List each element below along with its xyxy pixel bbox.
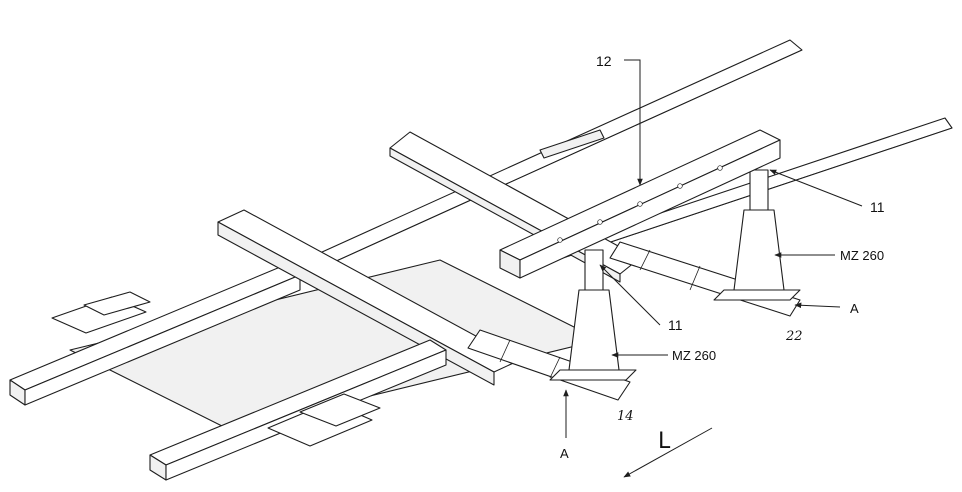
support-stand-left <box>549 249 637 381</box>
front-mount-plates <box>267 393 381 447</box>
direction-label: L <box>658 429 671 454</box>
label-mz-260-left: MZ 260 <box>672 348 716 363</box>
hand-14: 14 <box>617 409 634 424</box>
label-mz-260-right: MZ 260 <box>840 248 884 263</box>
label-a-right: A <box>850 301 859 316</box>
support-stand-right <box>713 169 801 301</box>
callouts: 12 11 MZ 260 A 11 MZ 260 A 22 14 L <box>560 53 885 478</box>
label-12: 12 <box>596 53 612 69</box>
label-11-right: 11 <box>870 199 885 215</box>
left-mount-plates <box>51 291 151 334</box>
hand-22: 22 <box>785 329 803 344</box>
label-a-left: A <box>560 446 569 461</box>
label-11-left: 11 <box>668 317 683 333</box>
perforated-beam <box>499 129 781 279</box>
